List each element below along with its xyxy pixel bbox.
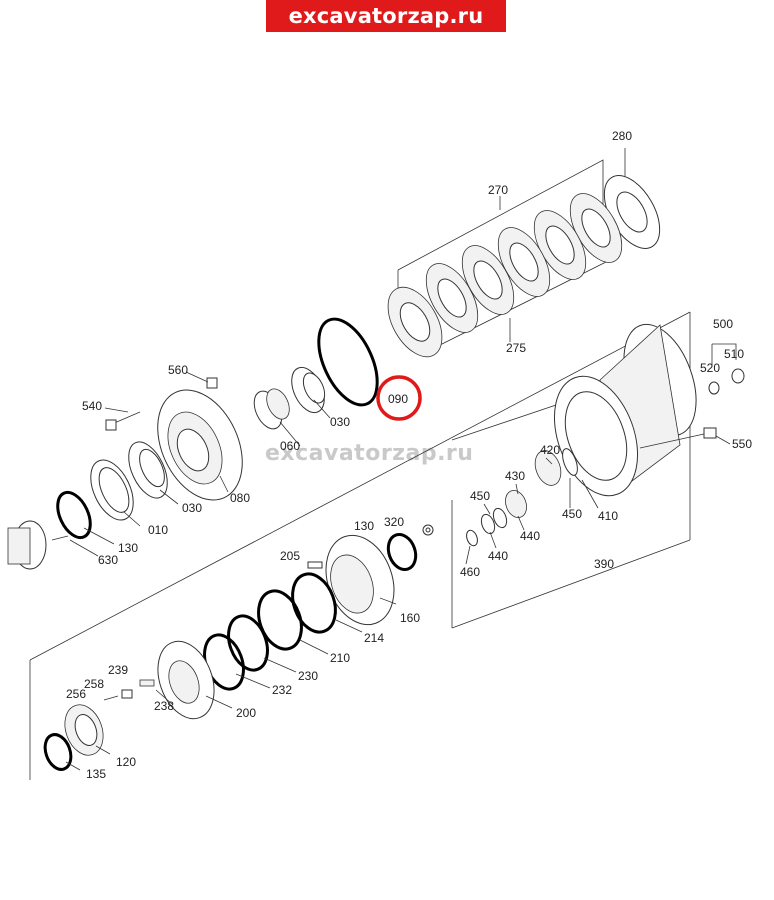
nut-560 [206,377,218,389]
label-275: 275 [506,341,526,355]
label-080: 080 [230,491,250,505]
o-ring-214 [291,572,337,634]
label-520: 520 [700,361,720,375]
label-030-upper: 030 [330,415,350,429]
o-ring-130-left [56,490,92,540]
seal-010 [90,459,134,521]
o-ring-130-right [386,533,418,571]
label-450-lower: 450 [562,507,582,521]
pin-205 [307,561,323,569]
highlight-circle [376,375,422,421]
label-258: 258 [84,677,104,691]
label-230: 230 [298,669,318,683]
gear-120 [64,704,104,756]
gear-630 [7,520,69,570]
spring-239 [139,679,155,687]
label-280: 280 [612,129,632,143]
label-010: 010 [148,523,168,537]
label-030-lower: 030 [182,501,202,515]
spacer-060 [253,388,290,430]
carrier-160 [325,534,395,626]
label-420: 420 [540,443,560,457]
o-ring-210 [257,589,303,651]
label-410: 410 [598,509,618,523]
label-239: 239 [108,663,128,677]
label-440-left: 440 [488,549,508,563]
bearing-030-lower [128,441,168,499]
label-550: 550 [732,437,752,451]
label-090: 090 [388,392,408,406]
label-320: 320 [384,515,404,529]
o-ring-230 [227,614,269,672]
washer-320 [422,524,434,536]
o-ring-135 [43,733,73,771]
hub-080 [157,389,243,501]
bolt-550 [639,427,717,449]
label-160: 160 [400,611,420,625]
label-060: 060 [280,439,300,453]
o-ring-090 [317,317,379,407]
label-630: 630 [98,553,118,567]
clutch-plates [387,175,661,358]
housing-410 [553,323,697,497]
cover-200 [157,640,215,720]
label-135: 135 [86,767,106,781]
label-205: 205 [280,549,300,563]
label-460: 460 [460,565,480,579]
site-watermark-banner: excavatorzap.ru [266,0,506,32]
label-238: 238 [154,699,174,713]
label-232: 232 [272,683,292,697]
assembly-frame [29,311,691,780]
label-430: 430 [505,469,525,483]
label-390: 390 [594,557,614,571]
label-120: 120 [116,755,136,769]
plug-258 [103,689,133,701]
planetary-gear-set [466,448,578,547]
leader-lines [65,371,731,771]
bolt-540 [105,411,141,431]
label-500: 500 [713,317,733,331]
bearing-030-upper [291,366,326,414]
label-540: 540 [82,399,102,413]
label-214: 214 [364,631,384,645]
label-270: 270 [488,183,508,197]
label-130-left: 130 [118,541,138,555]
label-560: 560 [168,363,188,377]
label-130-right: 130 [354,519,374,533]
label-440-right: 440 [520,529,540,543]
label-510: 510 [724,347,744,361]
label-200: 200 [236,706,256,720]
label-450-upper: 450 [470,489,490,503]
label-256: 256 [66,687,86,701]
fitting-500 [708,343,745,395]
label-210: 210 [330,651,350,665]
